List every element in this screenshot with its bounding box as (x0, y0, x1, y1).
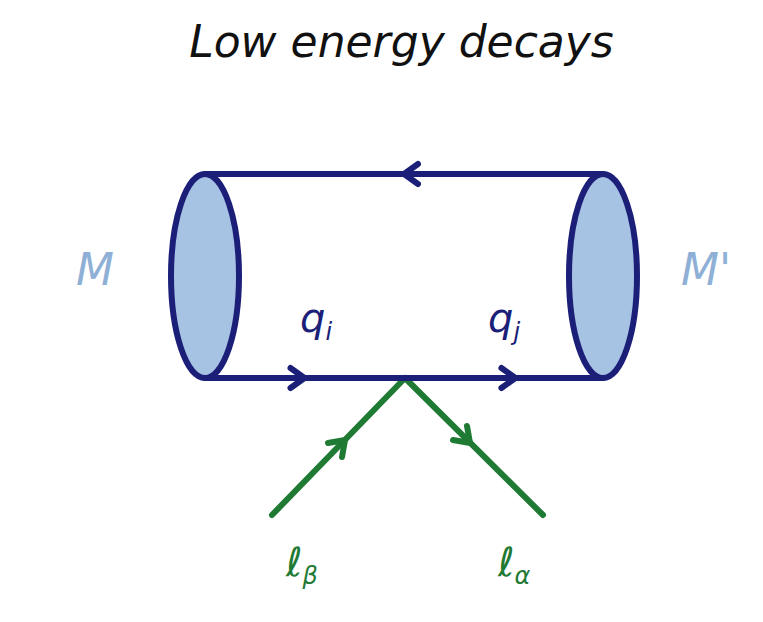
meson-label: M (55, 246, 135, 294)
particle-label: ℓβ (286, 540, 318, 590)
arrow-head (404, 164, 418, 184)
ellipse-shape (569, 174, 637, 378)
meson-ellipse: M (167, 170, 243, 382)
ellipse-outline (167, 170, 243, 382)
meson-ellipse: M' (565, 170, 641, 382)
ellipse-shape (171, 174, 239, 378)
lepton-line (272, 378, 543, 515)
arrow-head (291, 368, 305, 388)
lepton-arrow (453, 426, 470, 443)
arrow-head (501, 368, 515, 388)
quark-path (205, 375, 603, 381)
ellipse-outline (565, 170, 641, 382)
particle-label: ℓα (498, 540, 530, 590)
lepton-arrow (328, 440, 345, 457)
quark-line (205, 368, 603, 388)
meson-label: M' (661, 246, 751, 294)
title: Low energy decays (0, 18, 763, 66)
lepton-lines (272, 378, 543, 515)
particle-label: qi (300, 296, 332, 346)
quark-line (205, 164, 603, 184)
particle-label: qj (488, 296, 520, 346)
quark-lines (205, 164, 603, 388)
